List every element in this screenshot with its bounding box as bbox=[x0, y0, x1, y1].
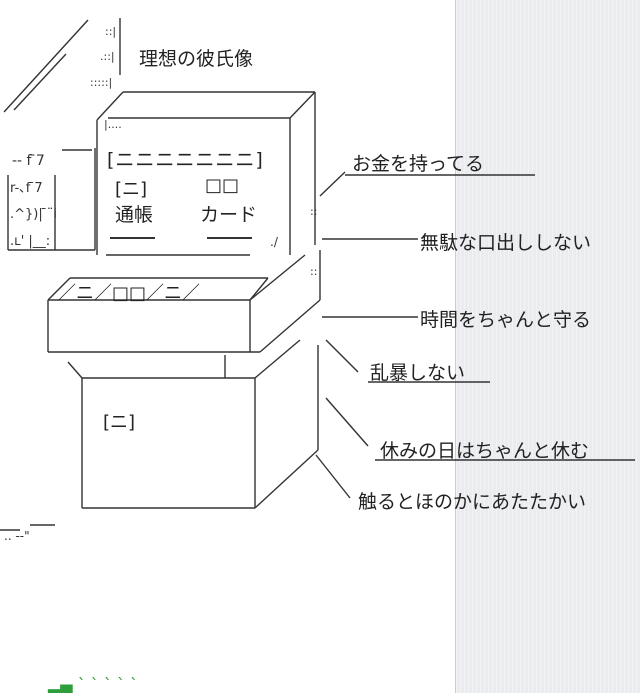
svg-text:-- f ̄7: -- f ̄7 bbox=[12, 153, 45, 169]
leader-line bbox=[325, 397, 369, 447]
label-punctual: 時間をちゃんと守る bbox=[420, 309, 592, 331]
art-line bbox=[254, 339, 301, 379]
art-line bbox=[249, 254, 306, 301]
left-passbook-label: 通帳 bbox=[115, 204, 154, 226]
slot-text: ／ニ／□□／ニ／ bbox=[58, 283, 201, 304]
svg-text:r-､f ̄7: r-､f ̄7 bbox=[10, 181, 43, 196]
label-money: お金を持ってる bbox=[352, 153, 485, 175]
art-line bbox=[96, 91, 124, 121]
title-text: 理想の彼氏像 bbox=[139, 48, 254, 70]
art-line bbox=[47, 277, 71, 301]
leader-line bbox=[319, 171, 346, 197]
svg-text:.ʟ' |__:: .ʟ' |__: bbox=[10, 234, 50, 249]
art-line bbox=[254, 449, 319, 509]
svg-text:::: :: bbox=[310, 205, 317, 218]
leader-line bbox=[315, 454, 351, 499]
right-card-icon: □□ bbox=[205, 175, 240, 196]
svg-text:::|: ::| bbox=[105, 25, 116, 38]
left-hanko-icon: [ニ] bbox=[115, 179, 148, 200]
right-side-panel bbox=[455, 0, 640, 693]
svg-text:./: ./ bbox=[270, 235, 279, 249]
green-fragment-text: ▂▄ ˋ ˋ ˋ ˋ ˋ bbox=[47, 675, 138, 693]
art-line bbox=[3, 19, 89, 113]
art-line bbox=[249, 277, 269, 301]
art-line bbox=[67, 361, 83, 379]
label-rests-on-holidays: 休みの日はちゃんと休む bbox=[380, 440, 590, 462]
art-line bbox=[259, 299, 321, 353]
label-not-violent: 乱暴しない bbox=[370, 362, 466, 384]
label-warm-to-touch: 触るとほのかにあたたかい bbox=[358, 491, 587, 513]
svg-text:.. --": .. --" bbox=[4, 529, 30, 543]
right-card-label: カード bbox=[200, 204, 258, 226]
label-no-meddling: 無駄な口出ししない bbox=[420, 232, 592, 254]
art-line bbox=[13, 53, 67, 111]
screen-text: [ニニニニニニニ] bbox=[107, 149, 264, 171]
base-label: [ニ] bbox=[103, 412, 136, 433]
svg-text:|....: |.... bbox=[104, 118, 122, 131]
art-line bbox=[289, 91, 316, 119]
svg-text::::::|: :::::| bbox=[90, 76, 112, 89]
art-dots: ::| .::| :::::| |.... :: :: -- f ̄7 r-､f… bbox=[4, 25, 317, 543]
svg-text:.::|: .::| bbox=[100, 50, 115, 63]
svg-text:.^})| ̄¨i: .^})| ̄¨i bbox=[10, 207, 57, 222]
svg-text:::: :: bbox=[310, 265, 317, 278]
leader-line bbox=[325, 339, 359, 373]
